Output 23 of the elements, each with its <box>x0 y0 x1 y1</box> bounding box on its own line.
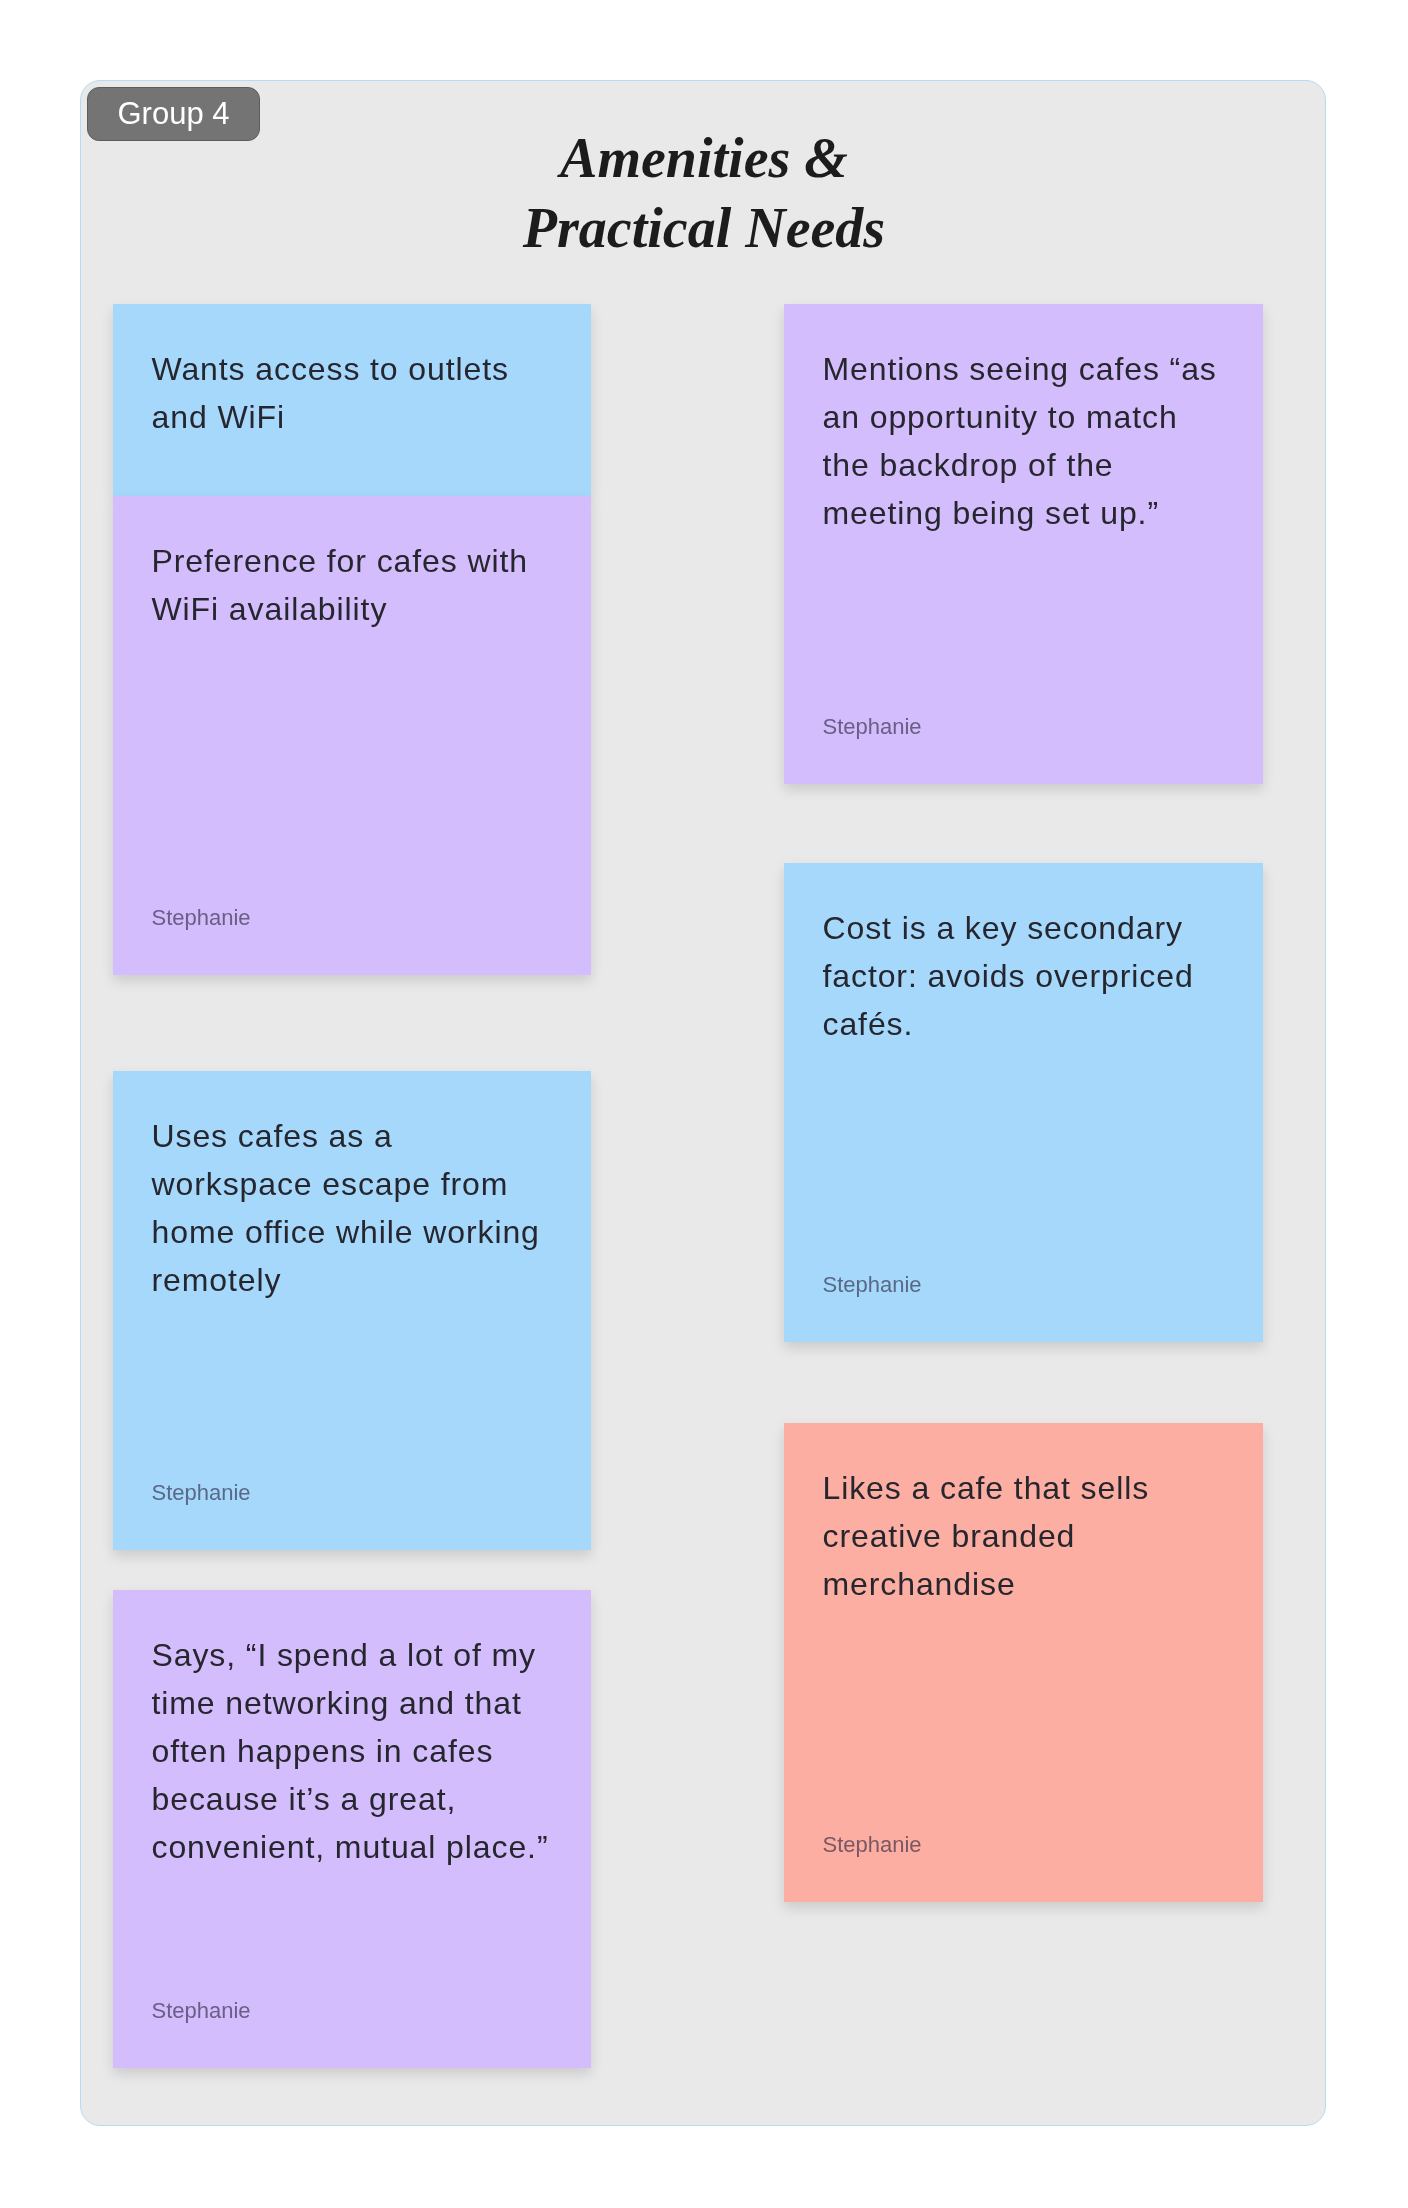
author-name: Stephanie <box>151 1479 251 1506</box>
sticky-note <box>112 1589 591 2068</box>
author-name: Stephanie <box>151 904 251 931</box>
sticky-note <box>112 495 591 975</box>
note-text: Likes a cafe that sells creative branded merchandise <box>822 1468 1151 1604</box>
author-name: Stephanie <box>822 1271 922 1298</box>
author-name: Stephanie <box>822 1831 922 1858</box>
title: Amenities & Practical Needs <box>521 126 887 261</box>
sticky-note <box>783 1422 1263 1902</box>
note-text: Mentions seeing cafes “as an opportunity to match the backdrop of the meeting being set up.” <box>822 349 1218 533</box>
note-text: Cost is a key secondary factor: avoids overpriced cafés. <box>822 908 1195 1044</box>
group-tag: Group 4 <box>87 87 260 141</box>
group-frame <box>80 80 1326 2126</box>
note-text: Says, “I spend a lot of my time networking and that often happens in cafes because it’s a great, convenient, mutual place.” <box>151 1635 550 1867</box>
note-text: Uses cafes as a workspace escape from home office while working remotely <box>151 1116 541 1300</box>
note-text: Preference for cafes with WiFi availability <box>151 541 529 629</box>
author-name: Stephanie <box>822 713 922 740</box>
sticky-note <box>112 1070 591 1550</box>
author-name: Stephanie <box>151 1997 251 2024</box>
note-text: Wants access to outlets and WiFi <box>151 349 510 437</box>
sticky-note <box>112 303 591 496</box>
sticky-note <box>783 862 1263 1342</box>
sticky-note <box>783 303 1263 784</box>
